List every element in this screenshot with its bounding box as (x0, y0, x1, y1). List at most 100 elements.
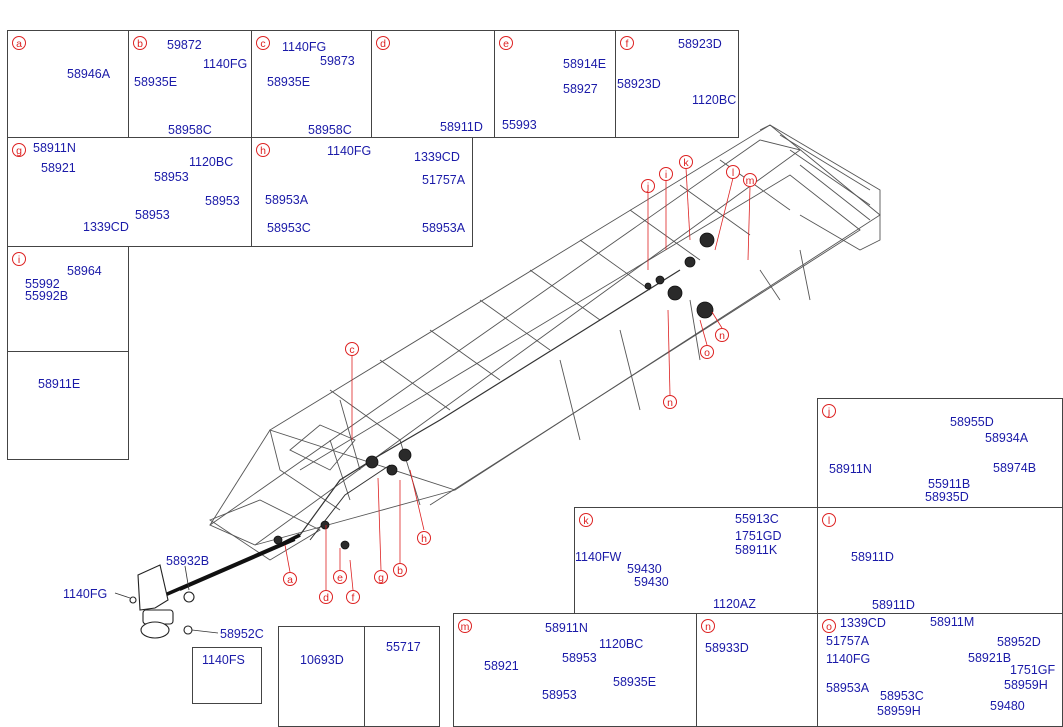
inset-box-hose (278, 626, 365, 727)
callout-letter: g (12, 143, 26, 157)
part-number: 51757A (826, 634, 870, 648)
part-number: 1339CD (414, 150, 460, 164)
part-number: 58958C (168, 123, 212, 137)
part-number: 58935E (134, 75, 178, 89)
callout-letter: d (376, 36, 390, 50)
part-number: 1140FG (203, 57, 248, 71)
callout-i: i (659, 167, 673, 181)
part-number: 58958C (308, 123, 352, 137)
part-number: 58911N (829, 462, 872, 476)
part-number: 58953A (826, 681, 870, 695)
part-number: 1140FG (282, 40, 327, 54)
part-number: 58964 (67, 264, 102, 278)
part-number: 58953A (265, 193, 309, 207)
part-number: 58914E (563, 57, 607, 71)
part-number: 1120BC (599, 637, 644, 651)
part-number: 1120AZ (713, 597, 756, 611)
part-number: 58953 (205, 194, 240, 208)
part-number: 58911N (33, 141, 76, 155)
part-number: 58911N (545, 621, 588, 635)
callout-o: n (715, 328, 729, 342)
callout-d: d (319, 590, 333, 604)
part-number: 58923D (678, 37, 722, 51)
inset-box-g: g (7, 137, 252, 247)
inset-box-n: n (696, 613, 818, 727)
part-number: 58974B (993, 461, 1037, 475)
part-number: 58952C (220, 627, 264, 641)
part-number: 1120BC (189, 155, 234, 169)
part-number: 58921 (41, 161, 76, 175)
callout-letter: b (133, 36, 147, 50)
callout-c: c (345, 342, 359, 356)
inset-box-1140fs (192, 647, 262, 704)
callout-letter: h (256, 143, 270, 157)
part-number: 58953 (135, 208, 170, 222)
part-number: 1120BC (692, 93, 737, 107)
callout-letter: j (822, 404, 836, 418)
part-number: 1339CD (840, 616, 886, 630)
part-number: 58953 (562, 651, 597, 665)
callout-b: b (393, 563, 407, 577)
part-number: 51757A (422, 173, 466, 187)
part-number: 55993 (502, 118, 537, 132)
brake-pedal-drawing (129, 564, 195, 639)
part-number: 58935E (613, 675, 657, 689)
callout-letter: a (12, 36, 26, 50)
part-number: 1140FG (826, 652, 871, 666)
inset-box-e: e (494, 30, 616, 138)
callout-letter: f (620, 36, 634, 50)
callout-e: e (333, 570, 347, 584)
inset-box-m: m (453, 613, 697, 727)
part-number: 58959H (1004, 678, 1048, 692)
part-number: 58953A (422, 221, 466, 235)
callout-m: m (743, 173, 757, 187)
part-number: 1751GD (735, 529, 782, 543)
callout-a: a (283, 572, 297, 586)
chassis-frame (164, 124, 881, 597)
part-number: 58953 (542, 688, 577, 702)
part-number: 1140FS (202, 653, 245, 667)
part-number: 1751GF (1010, 663, 1056, 677)
part-number: 58921 (484, 659, 519, 673)
part-number: 59430 (634, 575, 669, 589)
part-number: 58911K (735, 543, 778, 557)
part-number: 1339CD (83, 220, 129, 234)
part-number: 1140FG (63, 587, 108, 601)
callout-letter: c (256, 36, 270, 50)
part-number: 58911D (872, 598, 915, 612)
callout-letter: n (701, 619, 715, 633)
part-number: 58953C (880, 689, 924, 703)
part-number: 59873 (320, 54, 355, 68)
callout-leaders (284, 167, 751, 591)
callout-letter: e (499, 36, 513, 50)
inset-box-b: b (128, 30, 252, 138)
part-number: 59872 (167, 38, 202, 52)
part-number: 58953 (154, 170, 189, 184)
part-number: 58935E (267, 75, 311, 89)
callout-f: f (346, 590, 360, 604)
part-number: 1140FW (575, 550, 622, 564)
part-number: 58946A (67, 67, 111, 81)
callout-n: n (663, 395, 677, 409)
inset-box-plug (364, 626, 440, 727)
inset-box-f: f (615, 30, 739, 138)
part-number: 55717 (386, 640, 421, 654)
callout-j: j (641, 179, 655, 193)
part-number: 59430 (627, 562, 662, 576)
inset-box-h: h (251, 137, 473, 247)
callout-g: g (374, 570, 388, 584)
part-number: 55992B (25, 289, 69, 303)
part-number: 58953C (267, 221, 311, 235)
part-number: 58923D (617, 77, 661, 91)
part-number: 55911B (928, 477, 971, 491)
part-number: 58955D (950, 415, 994, 429)
part-number: 58952D (997, 635, 1041, 649)
part-number: 58959H (877, 704, 921, 718)
callout-letter: i (12, 252, 26, 266)
callout-l: l (726, 165, 740, 179)
part-number: 58911D (851, 550, 894, 564)
part-number: 55992 (25, 277, 60, 291)
part-number: 58911M (930, 615, 975, 629)
part-number: 1140FG (327, 144, 372, 158)
